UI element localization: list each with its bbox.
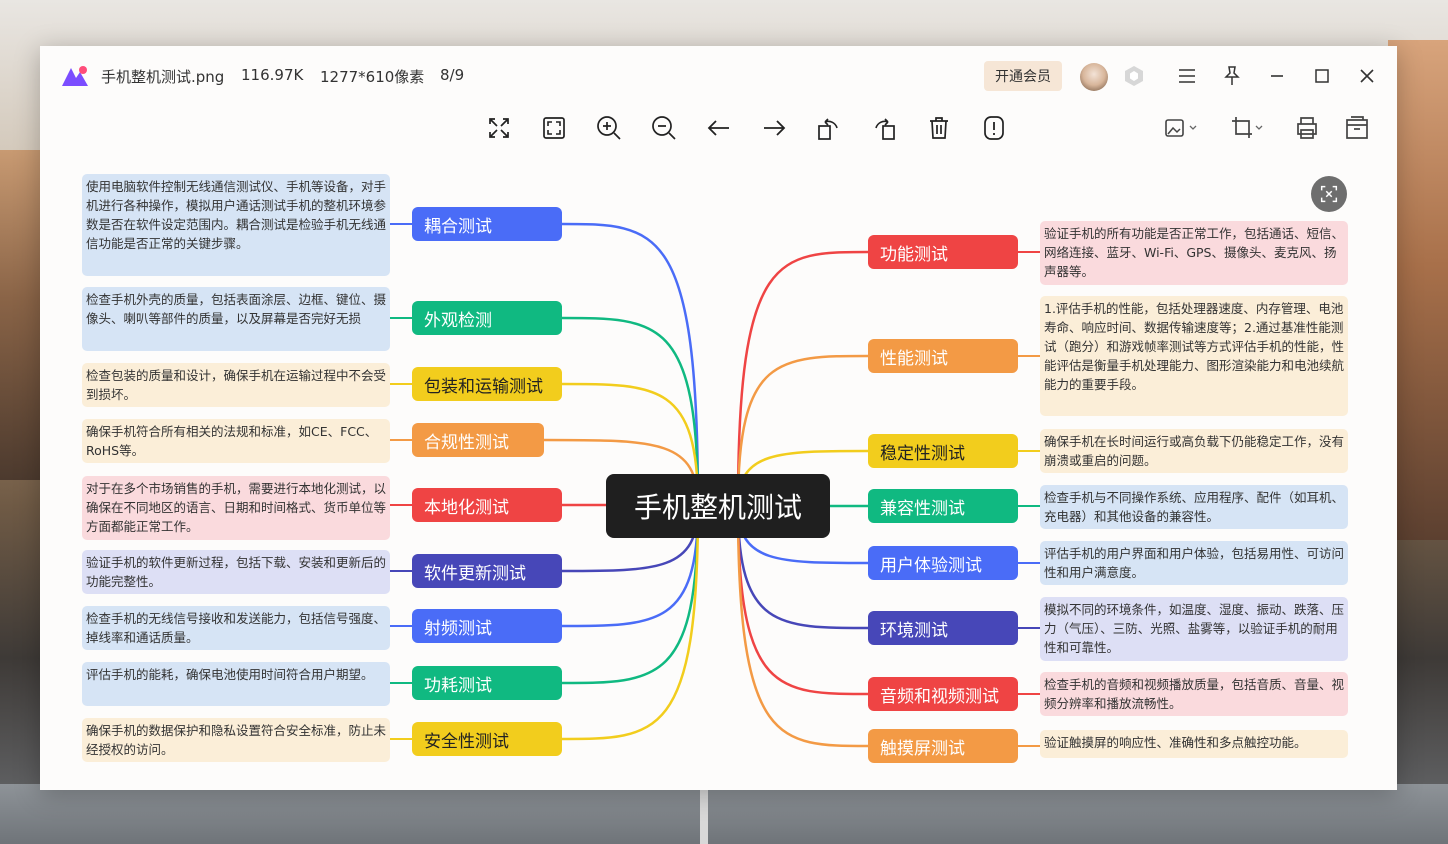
- image-dimensions: 1277*610像素: [320, 68, 425, 86]
- mindmap-center-node: 手机整机测试: [606, 474, 830, 538]
- zoom-in-icon[interactable]: [595, 114, 623, 142]
- delete-icon[interactable]: [925, 114, 953, 142]
- fit-window-icon[interactable]: [540, 114, 568, 142]
- fullscreen-icon[interactable]: [485, 114, 513, 142]
- previous-icon[interactable]: [705, 114, 733, 142]
- mindmap-topic-right: 性能测试: [868, 339, 1018, 373]
- mindmap-description-left: 确保手机符合所有相关的法规和标准，如CE、FCC、RoHS等。: [82, 419, 390, 463]
- mindmap-description-right: 评估手机的用户界面和用户体验，包括易用性、可访问性和用户满意度。: [1040, 541, 1348, 585]
- mindmap-topic-left: 合规性测试: [412, 423, 544, 457]
- edit-image-icon[interactable]: [1163, 114, 1199, 142]
- mindmap-topic-left: 射频测试: [412, 609, 562, 643]
- mindmap-connector: [561, 316, 700, 507]
- save-icon[interactable]: [1343, 114, 1371, 142]
- menu-icon[interactable]: [1175, 64, 1199, 88]
- wallpaper-road: [0, 784, 1448, 844]
- mindmap-description-left: 确保手机的数据保护和隐私设置符合安全标准，防止未经授权的访问。: [82, 718, 390, 762]
- pin-icon[interactable]: [1220, 64, 1244, 88]
- close-icon[interactable]: [1355, 64, 1379, 88]
- wallpaper-road-line: [700, 788, 708, 844]
- mindmap-description-left: 检查包装的质量和设计，确保手机在运输过程中不会受到损坏。: [82, 363, 390, 407]
- vip-button[interactable]: 开通会员: [984, 61, 1062, 91]
- mindmap-description-right: 检查手机的音频和视频播放质量，包括音质、音量、视频分辨率和播放流畅性。: [1040, 672, 1348, 716]
- minimize-icon[interactable]: [1265, 64, 1289, 88]
- title-bar[interactable]: 手机整机测试.png 116.97K 1277*610像素 8/9 开通会员: [40, 46, 1397, 104]
- mindmap-connector: [561, 505, 700, 741]
- maximize-icon[interactable]: [1310, 64, 1334, 88]
- mindmap-description-right: 验证手机的所有功能是否正常工作，包括通话、短信、网络连接、蓝牙、Wi-Fi、GP…: [1040, 221, 1348, 285]
- print-icon[interactable]: [1293, 114, 1321, 142]
- mindmap-topic-left: 软件更新测试: [412, 554, 562, 588]
- mindmap-topic-left: 安全性测试: [412, 722, 562, 756]
- rotate-right-icon[interactable]: [870, 114, 898, 142]
- mindmap-topic-left: 功耗测试: [412, 666, 562, 700]
- mindmap-description-right: 模拟不同的环境条件，如温度、湿度、振动、跌落、压力（气压）、三防、光照、盐雾等，…: [1040, 597, 1348, 661]
- next-icon[interactable]: [760, 114, 788, 142]
- mindmap-description-right: 验证触摸屏的响应性、准确性和多点触控功能。: [1040, 730, 1348, 758]
- wallpaper-mountain: [1388, 40, 1448, 540]
- image-viewer-window: 手机整机测试.png 116.97K 1277*610像素 8/9 开通会员: [40, 46, 1397, 790]
- mindmap-description-left: 使用电脑软件控制无线通信测试仪、手机等设备，对手机进行各种操作，模拟用户通话测试…: [82, 174, 390, 276]
- mindmap-image: 手机整机测试 耦合测试使用电脑软件控制无线通信测试仪、手机等设备，对手机进行各种…: [40, 46, 1397, 790]
- rotate-left-icon[interactable]: [815, 114, 843, 142]
- mindmap-topic-left: 外观检测: [412, 301, 562, 335]
- mindmap-topic-right: 环境测试: [868, 611, 1018, 645]
- zoom-out-icon[interactable]: [650, 114, 678, 142]
- mindmap-connector: [736, 354, 869, 507]
- app-logo-icon: [60, 64, 90, 88]
- avatar[interactable]: [1080, 63, 1108, 91]
- mindmap-topic-left: 耦合测试: [412, 207, 562, 241]
- mindmap-topic-left: 本地化测试: [412, 488, 562, 522]
- mindmap-connector: [561, 222, 700, 507]
- mindmap-connector: [736, 250, 869, 507]
- ocr-button[interactable]: [1311, 176, 1347, 212]
- mindmap-topic-right: 音频和视频测试: [868, 677, 1018, 711]
- mindmap-topic-right: 用户体验测试: [868, 546, 1018, 580]
- file-name: 手机整机测试.png: [101, 68, 225, 86]
- mindmap-description-right: 1.评估手机的性能，包括处理器速度、内存管理、电池寿命、响应时间、数据传输速度等…: [1040, 296, 1348, 416]
- crop-icon[interactable]: [1229, 114, 1265, 142]
- mindmap-description-right: 检查手机与不同操作系统、应用程序、配件（如耳机、充电器）和其他设备的兼容性。: [1040, 485, 1348, 529]
- mindmap-description-left: 检查手机外壳的质量，包括表面涂层、边框、键位、摄像头、喇叭等部件的质量，以及屏幕…: [82, 287, 390, 351]
- info-icon[interactable]: [980, 114, 1008, 142]
- mindmap-topic-right: 兼容性测试: [868, 489, 1018, 523]
- mindmap-description-left: 评估手机的能耗，确保电池使用时间符合用户期望。: [82, 662, 390, 706]
- mindmap-description-right: 确保手机在长时间运行或高负载下仍能稳定工作，没有崩溃或重启的问题。: [1040, 429, 1348, 473]
- mindmap-connector: [736, 505, 869, 748]
- mindmap-topic-left: 包装和运输测试: [412, 367, 562, 401]
- page-counter: 8/9: [440, 66, 465, 84]
- mindmap-description-left: 对于在多个市场销售的手机，需要进行本地化测试，以确保在不同地区的语言、日期和时间…: [82, 476, 390, 540]
- mindmap-connector: [561, 382, 700, 507]
- mindmap-description-left: 检查手机的无线信号接收和发送能力，包括信号强度、掉线率和通话质量。: [82, 606, 390, 650]
- membership-badge-icon[interactable]: [1123, 65, 1145, 87]
- mindmap-topic-right: 稳定性测试: [868, 434, 1018, 468]
- file-size: 116.97K: [241, 66, 304, 84]
- mindmap-topic-right: 功能测试: [868, 235, 1018, 269]
- mindmap-topic-right: 触摸屏测试: [868, 729, 1018, 763]
- mindmap-description-left: 验证手机的软件更新过程，包括下载、安装和更新后的功能完整性。: [82, 550, 390, 594]
